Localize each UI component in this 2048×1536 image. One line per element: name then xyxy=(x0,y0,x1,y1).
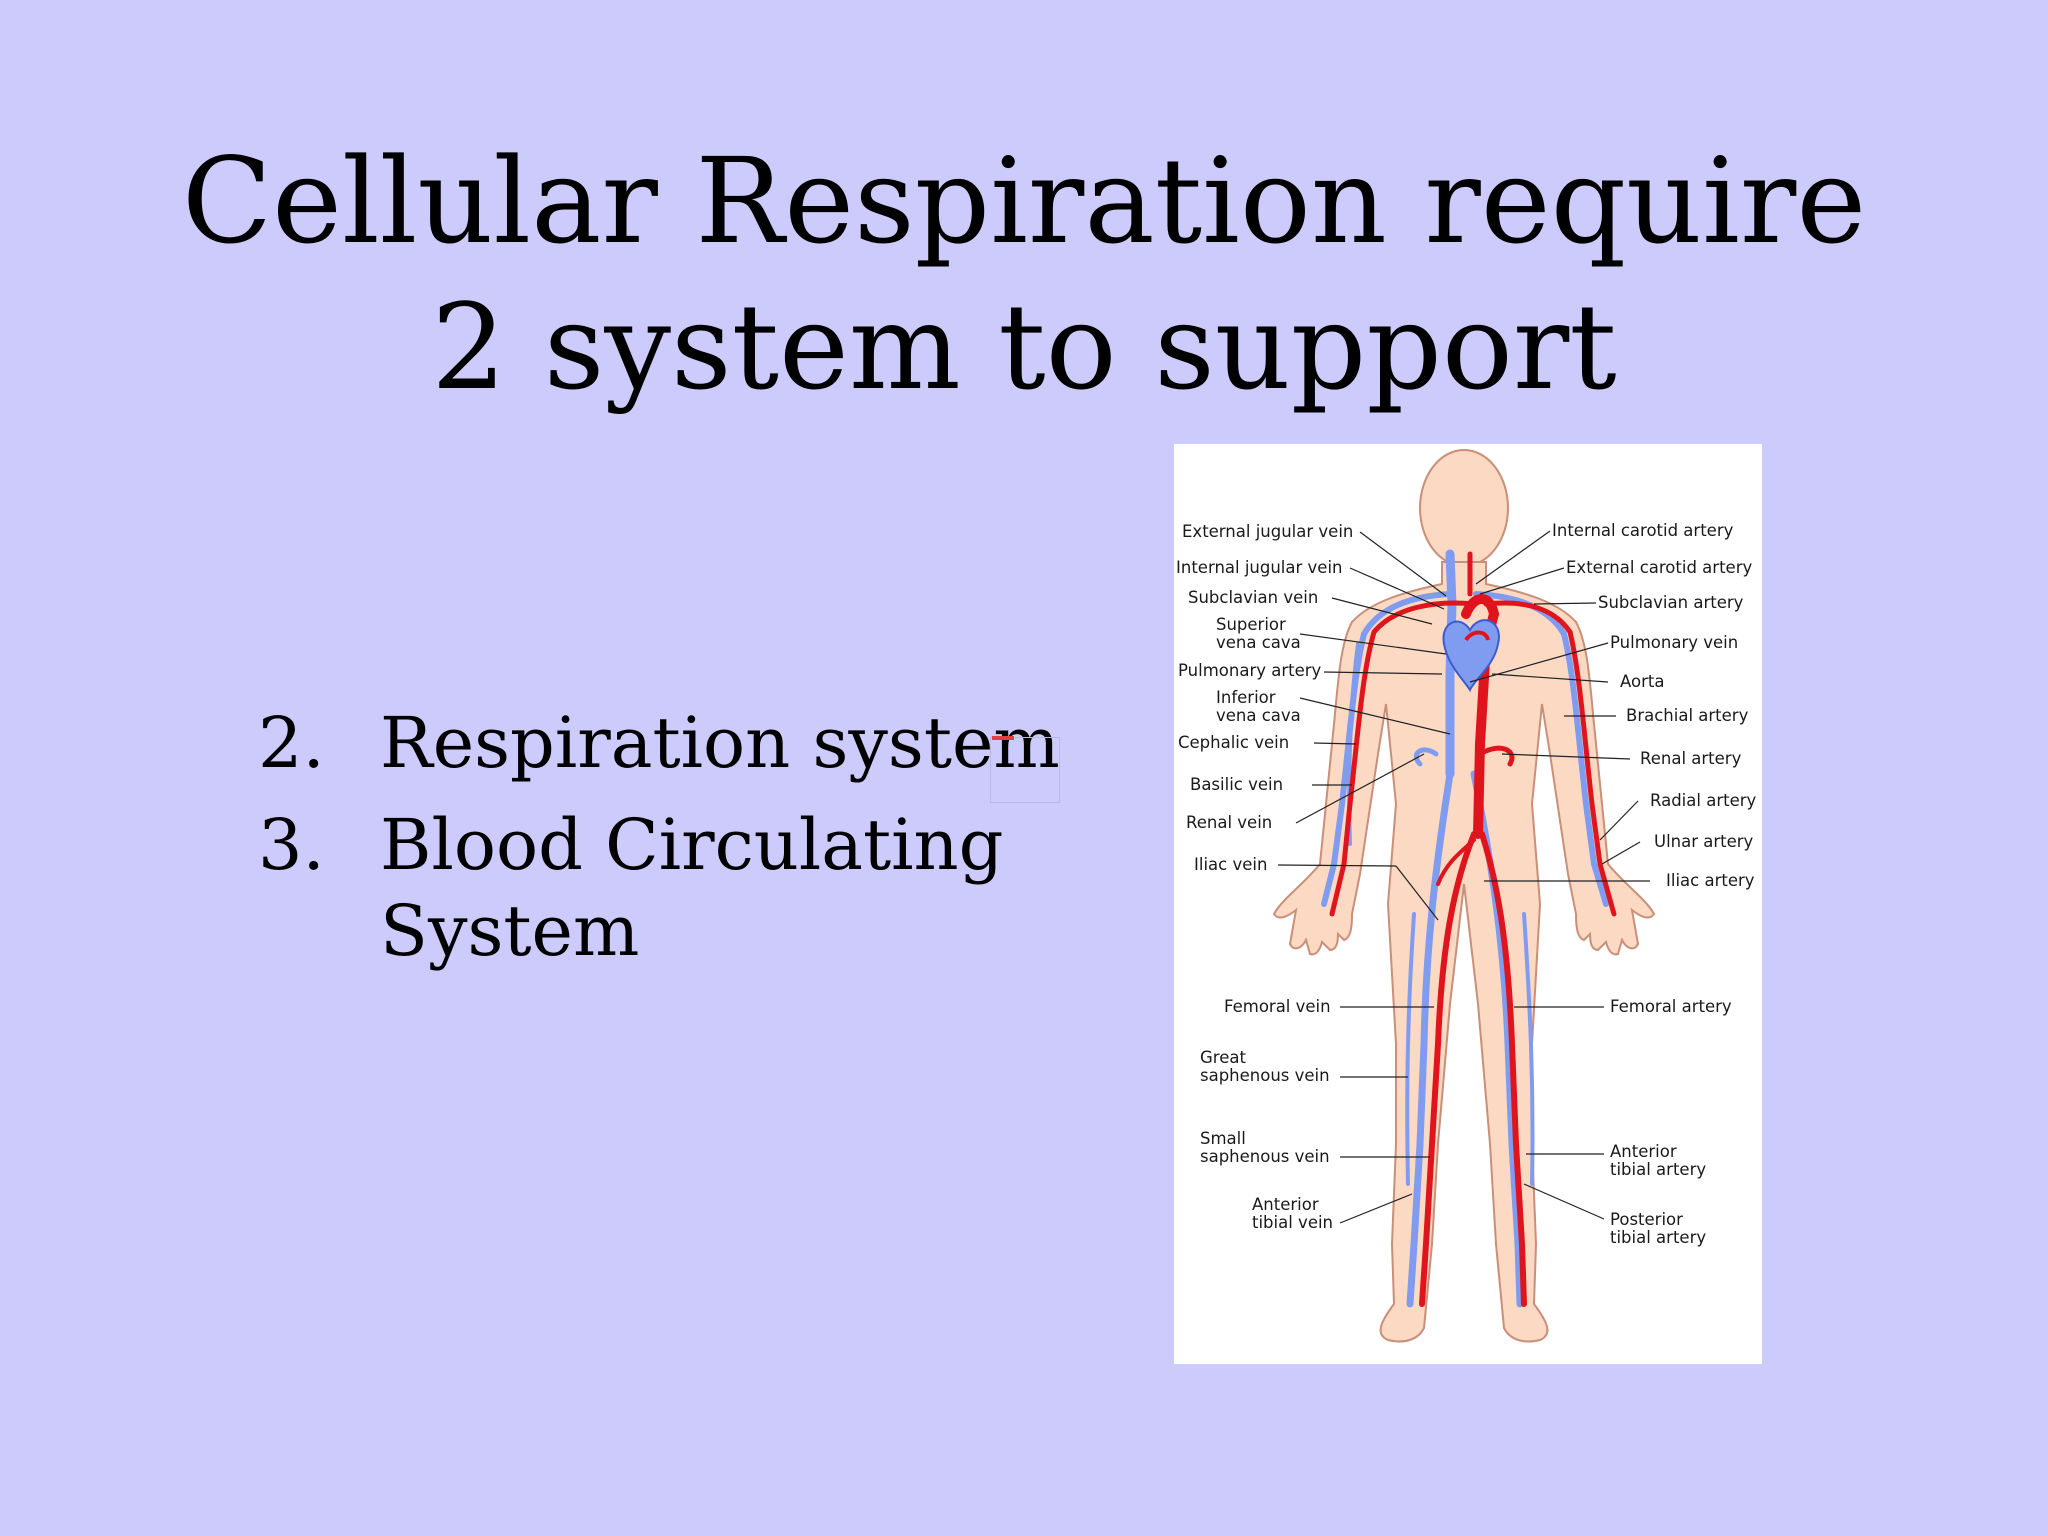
leg-artery-left xyxy=(1419,831,1477,1307)
label-radial-artery: Radial artery xyxy=(1650,791,1757,810)
iliac-artery-branch xyxy=(1436,838,1476,886)
label-pulmonary-artery: Pulmonary artery xyxy=(1178,661,1322,680)
leg-artery-right xyxy=(1479,831,1527,1307)
label-external-carotid-artery: External carotid artery xyxy=(1566,558,1752,577)
label-posterior: Posterior xyxy=(1610,1210,1683,1229)
right-leader-lines xyxy=(1469,530,1650,1220)
renal-artery xyxy=(1477,745,1515,767)
circulatory-system-diagram: External jugular vein Internal jugular v… xyxy=(1174,444,1762,1364)
arm-artery-left xyxy=(1329,600,1477,917)
heart xyxy=(1442,619,1500,693)
list-item-text: Blood Circulating System xyxy=(380,804,1004,972)
label-anterior: Anterior xyxy=(1252,1195,1319,1214)
list-item: 2. Respiration system xyxy=(258,700,1118,786)
label-great: Great xyxy=(1200,1048,1246,1067)
saphenous-vein-right xyxy=(1522,912,1535,1186)
label-subclavian-artery: Subclavian artery xyxy=(1598,593,1744,612)
label-internal-carotid-artery: Internal carotid artery xyxy=(1552,521,1734,540)
label-basilic-vein: Basilic vein xyxy=(1190,775,1283,794)
label-subclavian-vein: Subclavian vein xyxy=(1188,588,1318,607)
label-superior: Superior xyxy=(1216,615,1286,634)
list-item-number: 2. xyxy=(258,702,325,784)
placeholder-red-mark xyxy=(992,736,1014,740)
label-vena-cava-inferior: vena cava xyxy=(1216,706,1301,725)
diagram-svg: External jugular vein Internal jugular v… xyxy=(1176,449,1757,1343)
list-item-text: Respiration system xyxy=(380,702,1060,784)
slide-title-line-2: 2 system to support xyxy=(431,278,1617,416)
label-great-saphenous-vein: saphenous vein xyxy=(1200,1066,1330,1085)
label-brachial-artery: Brachial artery xyxy=(1626,706,1749,725)
label-femoral-vein: Femoral vein xyxy=(1224,997,1331,1016)
label-pulmonary-vein: Pulmonary vein xyxy=(1610,633,1738,652)
arm-artery-right xyxy=(1483,600,1617,917)
label-aorta: Aorta xyxy=(1620,672,1664,691)
list-item: 3. Blood Circulating System xyxy=(258,802,1118,974)
label-anterior-tibial-artery: tibial artery xyxy=(1610,1160,1706,1179)
renal-vein xyxy=(1413,747,1439,767)
head xyxy=(1419,449,1509,567)
left-leader-lines xyxy=(1277,531,1451,1224)
label-small-saphenous-vein: saphenous vein xyxy=(1200,1147,1330,1166)
label-ulnar-artery: Ulnar artery xyxy=(1654,832,1754,851)
label-vena-cava: vena cava xyxy=(1216,633,1301,652)
torso-and-limbs xyxy=(1272,561,1656,1343)
arm-vein-right xyxy=(1473,591,1609,907)
selection-placeholder-box xyxy=(990,737,1060,803)
label-external-jugular-vein: External jugular vein xyxy=(1182,522,1353,541)
label-cephalic-vein: Cephalic vein xyxy=(1178,733,1289,752)
body-silhouette xyxy=(1272,449,1656,1343)
saphenous-vein xyxy=(1405,912,1416,1186)
label-posterior-tibial-artery: tibial artery xyxy=(1610,1228,1706,1247)
label-renal-vein: Renal vein xyxy=(1186,813,1272,832)
left-labels: External jugular vein Internal jugular v… xyxy=(1176,522,1353,1232)
label-inferior: Inferior xyxy=(1216,688,1276,707)
label-iliac-artery: Iliac artery xyxy=(1666,871,1755,890)
label-renal-artery: Renal artery xyxy=(1640,749,1742,768)
arm-vein-left xyxy=(1321,591,1453,907)
right-labels: Internal carotid artery External carotid… xyxy=(1552,521,1757,1247)
label-iliac-vein: Iliac vein xyxy=(1194,855,1267,874)
leg-vein-left xyxy=(1406,770,1454,1308)
slide-title-line-1: Cellular Respiration require xyxy=(181,132,1867,270)
label-small: Small xyxy=(1200,1129,1246,1148)
slide-title: Cellular Respiration require 2 system to… xyxy=(0,128,2048,420)
label-anterior-artery: Anterior xyxy=(1610,1142,1677,1161)
label-anterior-tibial-vein: tibial vein xyxy=(1252,1213,1333,1232)
label-internal-jugular-vein: Internal jugular vein xyxy=(1176,558,1343,577)
numbered-list: 2. Respiration system 3. Blood Circulati… xyxy=(258,700,1118,990)
label-femoral-artery: Femoral artery xyxy=(1610,997,1732,1016)
list-item-number: 3. xyxy=(258,804,325,886)
